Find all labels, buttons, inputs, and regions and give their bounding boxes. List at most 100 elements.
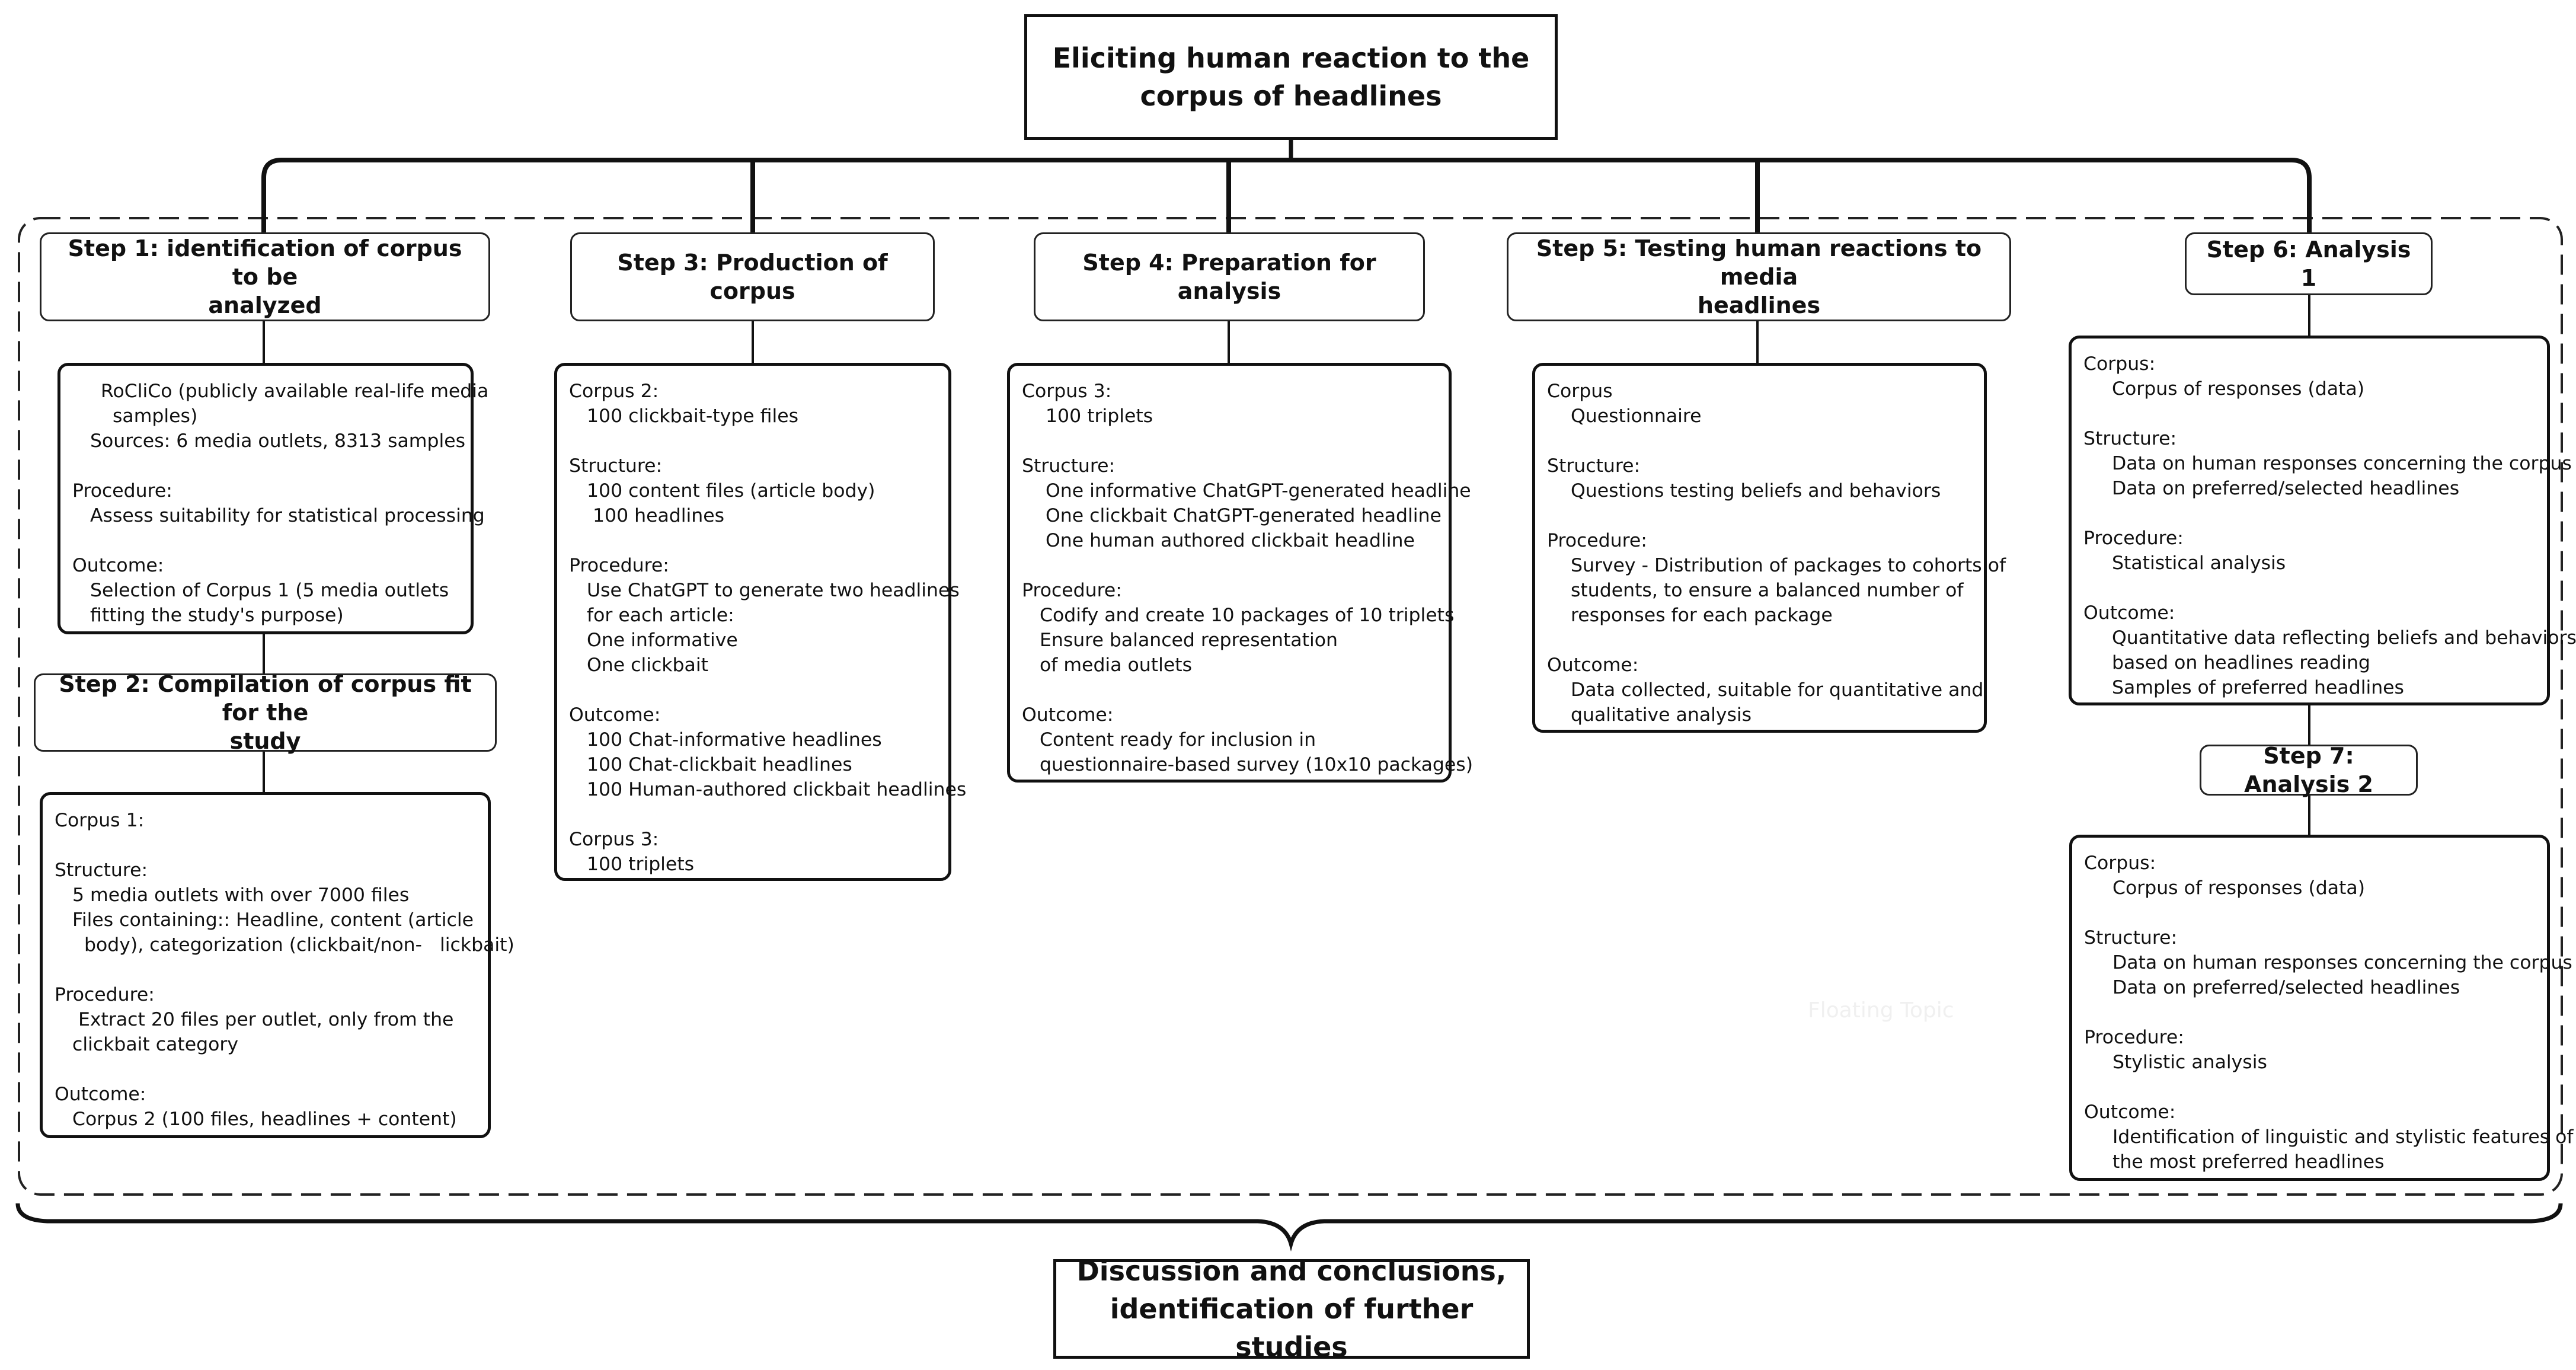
detail-line: Data on preferred/selected headlines	[2112, 977, 2460, 998]
line-gap	[2084, 1075, 2535, 1100]
conclusion-line-2: identification of further studies	[1110, 1293, 1474, 1363]
detail-line: Procedure:	[55, 984, 155, 1005]
detail-line: Codify and create 10 packages of 10 trip…	[1040, 605, 1455, 626]
detail-line: 100 clickbait-type files	[587, 405, 799, 427]
line-gap	[569, 678, 937, 702]
detail-line: Data collected, suitable for quantitativ…	[1571, 679, 1984, 701]
detail-line: Outcome:	[1022, 704, 1114, 726]
detail-line: Use ChatGPT to generate two headlines	[587, 580, 960, 601]
detail-line: Assess suitability for statistical proce…	[90, 505, 485, 526]
detail-line: for each article:	[587, 605, 734, 626]
line-gap	[2083, 501, 2535, 526]
step-3-box: Step 3: Production of corpus	[570, 232, 935, 321]
detail-line: Ensure balanced representation	[1040, 630, 1338, 651]
detail-line: Structure:	[55, 860, 148, 881]
detail-line: Corpus	[1547, 381, 1613, 402]
detail-line: Structure:	[1022, 455, 1116, 477]
step-1-details: RoCliCo (publicly available real-life me…	[57, 363, 489, 634]
detail-line: clickbait category	[72, 1034, 239, 1055]
detail-line: RoCliCo (publicly available real-life me…	[101, 381, 489, 402]
step-4-box: Step 4: Preparation for analysis	[1034, 232, 1425, 321]
step-2-box: Step 2: Compilation of corpus fit for th…	[34, 671, 497, 754]
step-1-line-1: Step 1: identification of corpus to be	[68, 235, 462, 290]
detail-line: Questions testing beliefs and behaviors	[1571, 480, 1941, 502]
line-gap	[1547, 503, 1972, 528]
line-gap	[2083, 401, 2535, 426]
line-gap	[2083, 576, 2535, 601]
step-3-line-1: Step 3: Production of corpus	[617, 250, 888, 304]
detail-line: Corpus:	[2084, 852, 2156, 874]
detail-line: students, to ensure a balanced number of	[1571, 580, 1964, 601]
detail-line: 100 triplets	[587, 854, 695, 875]
detail-line: Procedure:	[2083, 528, 2184, 549]
detail-line: Corpus 2:	[569, 381, 659, 402]
detail-line: Structure:	[2084, 927, 2178, 949]
line-gap	[1547, 429, 1972, 454]
detail-line: Outcome:	[2083, 602, 2175, 624]
line-gap	[1547, 628, 1972, 653]
step-5-box: Step 5: Testing human reactions to media…	[1507, 232, 2011, 321]
detail-line: the most preferred headlines	[2112, 1151, 2385, 1173]
detail-line: Corpus of responses (data)	[2112, 378, 2365, 400]
step-5-line-2: headlines	[1697, 292, 1821, 318]
detail-line: samples)	[101, 405, 198, 427]
detail-line: Survey - Distribution of packages to coh…	[1571, 555, 2006, 576]
conclusion-line-1: Discussion and conclusions,	[1076, 1255, 1507, 1287]
detail-line: 100 Chat-informative headlines	[587, 729, 882, 751]
detail-line: based on headlines reading	[2112, 652, 2370, 673]
detail-line: 5 media outlets with over 7000 files	[72, 884, 410, 906]
detail-line: Statistical analysis	[2112, 553, 2286, 574]
detail-line: body), categorization (clickbait/non- li…	[72, 934, 514, 956]
detail-line: 100 triplets	[1040, 405, 1153, 427]
detail-line: Data on human responses concerning the c…	[2112, 952, 2572, 973]
line-gap	[55, 1057, 476, 1082]
detail-line: Procedure:	[569, 555, 669, 576]
detail-line: of media outlets	[1040, 654, 1192, 676]
step-2-line-1: Step 2: Compilation of corpus fit for th…	[59, 671, 472, 726]
step-2-line-2: study	[229, 728, 301, 754]
step-6-details: Corpus: Corpus of responses (data) Structu…	[2069, 336, 2576, 705]
detail-line: Quantitative data reflecting beliefs and…	[2112, 627, 2576, 649]
diagram-title-line-1: Eliciting human reaction to the	[1052, 42, 1530, 74]
step-5-line-1: Step 5: Testing human reactions to media	[1536, 235, 1982, 290]
line-gap	[2084, 1000, 2535, 1025]
detail-line: One informative	[587, 630, 738, 651]
line-gap	[72, 454, 459, 478]
detail-line: qualitative analysis	[1571, 704, 1752, 726]
detail-line: Selection of Corpus 1 (5 media outlets	[90, 580, 449, 601]
top-bus	[261, 158, 2312, 232]
detail-line: Outcome:	[55, 1084, 146, 1105]
detail-line: Sources: 6 media outlets, 8313 samples	[90, 430, 466, 452]
step-7-line-1: Step 7: Analysis 2	[2244, 743, 2373, 797]
detail-line: Data on preferred/selected headlines	[2112, 478, 2460, 499]
step-1-line-2: analyzed	[208, 292, 322, 318]
detail-line: Questionnaire	[1571, 405, 1702, 427]
detail-line: Stylistic analysis	[2112, 1052, 2267, 1073]
detail-line: Corpus of responses (data)	[2112, 877, 2366, 899]
diagram-title: Eliciting human reaction to the corpus o…	[1024, 14, 1558, 140]
detail-line: Structure:	[1547, 455, 1641, 477]
dashed-group-frame	[18, 217, 2563, 1196]
step-7-details: Corpus: Corpus of responses (data) Structu…	[2069, 835, 2574, 1181]
step-2-details: Corpus 1:Structure:5 media outlets with …	[40, 792, 514, 1138]
detail-line: Outcome:	[2084, 1101, 2176, 1123]
detail-line: Structure:	[2083, 428, 2177, 449]
detail-line: Procedure:	[2084, 1027, 2184, 1048]
detail-line: Corpus:	[2083, 353, 2156, 375]
line-gap	[1022, 429, 1437, 454]
bus-drops	[750, 160, 1760, 232]
line-gap	[1022, 678, 1437, 702]
detail-line: Content ready for inclusion in	[1040, 729, 1316, 751]
detail-line: Procedure:	[72, 480, 172, 502]
detail-line: Extract 20 files per outlet, only from t…	[72, 1009, 454, 1030]
line-gap	[55, 957, 476, 982]
conclusion-box: Discussion and conclusions, identificati…	[1053, 1255, 1530, 1363]
detail-line: One clickbait	[587, 654, 708, 676]
detail-line: fitting the study's purpose)	[90, 605, 344, 626]
step-4-line-1: Step 4: Preparation for analysis	[1082, 250, 1376, 304]
